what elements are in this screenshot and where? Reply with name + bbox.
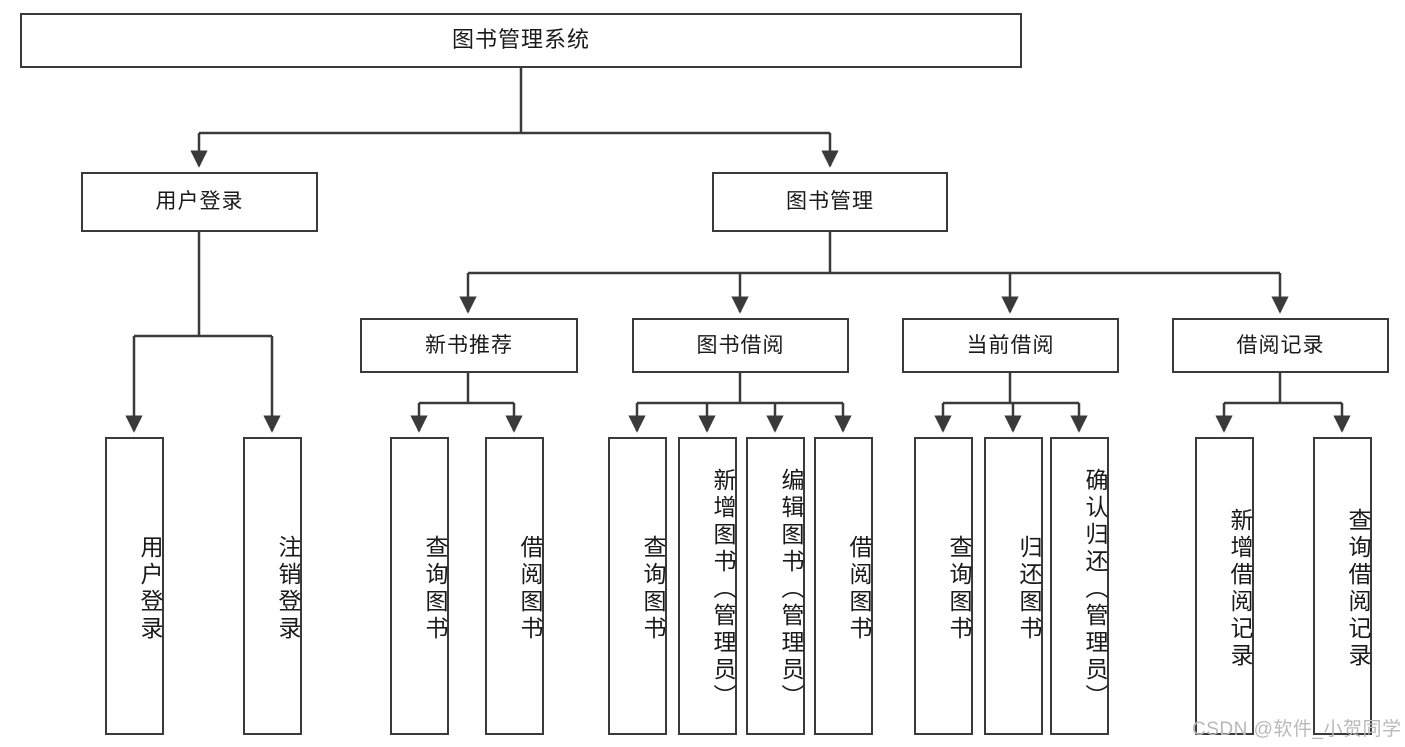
node-label: 归还图书 xyxy=(1016,535,1042,643)
leaf-logout[interactable]: 注销登录 xyxy=(243,437,302,735)
node-borrow-records[interactable]: 借阅记录 xyxy=(1172,318,1389,373)
node-label: 编辑图书（管理员） xyxy=(778,467,804,711)
node-label: 新增图书（管理员） xyxy=(710,467,736,711)
node-label: 图书管理 xyxy=(786,190,874,214)
node-label: 查询图书 xyxy=(422,535,448,643)
node-label: 新书推荐 xyxy=(425,333,513,357)
node-label: 查询图书 xyxy=(640,535,666,643)
leaf-add-book-admin[interactable]: 新增图书（管理员） xyxy=(678,437,737,735)
node-label: 确认归还（管理员） xyxy=(1082,467,1108,711)
node-label: 借阅记录 xyxy=(1236,333,1325,357)
node-label: 查询借阅记录 xyxy=(1345,508,1371,670)
csdn-watermark: CSDN @软件_小贺同学 xyxy=(1192,719,1402,740)
leaf-query-book-recommend[interactable]: 查询图书 xyxy=(390,437,449,735)
leaf-user-login[interactable]: 用户登录 xyxy=(105,437,164,735)
leaf-query-book-current[interactable]: 查询图书 xyxy=(914,437,973,735)
leaf-return-book[interactable]: 归还图书 xyxy=(984,437,1043,735)
leaf-confirm-return-admin[interactable]: 确认归还（管理员） xyxy=(1050,437,1109,735)
node-root-system[interactable]: 图书管理系统 xyxy=(20,13,1022,68)
leaf-borrow-book[interactable]: 借阅图书 xyxy=(814,437,873,735)
node-label: 当前借阅 xyxy=(966,333,1055,357)
node-label: 图书借阅 xyxy=(696,333,785,357)
node-label: 图书管理系统 xyxy=(451,27,590,53)
leaf-add-borrow-record[interactable]: 新增借阅记录 xyxy=(1195,437,1254,735)
node-label: 借阅图书 xyxy=(517,535,543,643)
node-new-book-recommend[interactable]: 新书推荐 xyxy=(360,318,578,373)
leaf-query-book-borrow[interactable]: 查询图书 xyxy=(608,437,667,735)
node-label: 新增借阅记录 xyxy=(1227,508,1253,670)
node-user-login[interactable]: 用户登录 xyxy=(81,172,318,232)
node-label: 查询图书 xyxy=(946,535,972,643)
leaf-borrow-book-recommend[interactable]: 借阅图书 xyxy=(485,437,544,735)
node-current-borrow[interactable]: 当前借阅 xyxy=(902,318,1119,373)
node-label: 借阅图书 xyxy=(846,535,872,643)
node-label: 用户登录 xyxy=(155,190,244,214)
leaf-query-borrow-record[interactable]: 查询借阅记录 xyxy=(1313,437,1372,735)
node-book-management[interactable]: 图书管理 xyxy=(712,172,948,232)
node-label: 注销登录 xyxy=(275,535,301,643)
node-book-borrow[interactable]: 图书借阅 xyxy=(632,318,849,373)
leaf-edit-book-admin[interactable]: 编辑图书（管理员） xyxy=(746,437,805,735)
node-label: 用户登录 xyxy=(137,535,163,643)
